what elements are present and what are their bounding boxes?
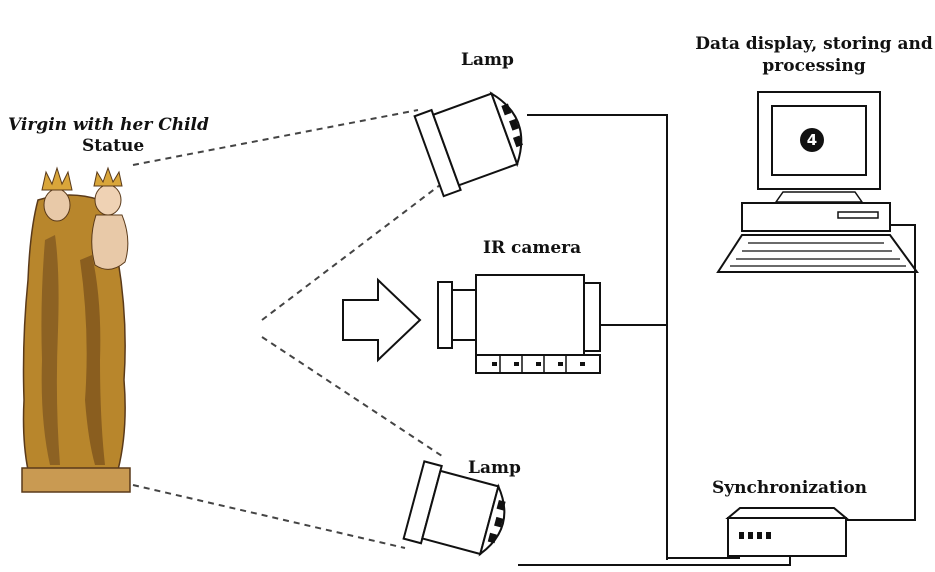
synchronization-label: Synchronization: [712, 478, 868, 498]
statue-child-face: [94, 184, 122, 216]
ir-camera-device: [437, 274, 601, 374]
statue-title-label: Virgin with her Child: [8, 115, 209, 135]
statue-child-body: [91, 214, 129, 270]
wire-computer-to-sync: [846, 224, 916, 521]
keyboard: [716, 234, 919, 273]
dashed-line-statue-to-top-lamp: [132, 109, 419, 166]
statue-child-crown: [93, 166, 123, 187]
lamp-bottom-label: Lamp: [468, 458, 521, 478]
computer-device: [716, 91, 919, 273]
statue-base: [21, 467, 131, 493]
ir-camera-label: IR camera: [483, 238, 582, 258]
statue-robe-fold: [80, 255, 105, 465]
statue-virgin-face: [43, 188, 71, 222]
wire-bottom-lamp: [518, 556, 791, 566]
wire-top-lamp: [527, 114, 668, 560]
dashed-line-upper-converge: [261, 184, 441, 321]
dashed-line-lower-converge: [261, 336, 446, 459]
lamp-top-label: Lamp: [461, 50, 514, 70]
statue-virgin-crown: [41, 166, 73, 191]
dashed-line-statue-to-bottom-lamp: [132, 484, 406, 549]
dashed-lines: [132, 109, 446, 549]
statue-word-label: Statue: [82, 136, 145, 156]
lamp-top-device: [413, 91, 523, 198]
lamp-bottom-device: [402, 460, 506, 557]
data-display-label-line2: processing: [762, 56, 866, 76]
screen-number-badge: [800, 128, 824, 152]
arrow-icon: [342, 277, 422, 363]
statue-robe-shading: [41, 235, 60, 465]
screen-number-text: 4: [806, 131, 818, 149]
connection-wires: [518, 114, 916, 566]
statue-image: [21, 166, 131, 493]
data-display-label-line1: Data display, storing and: [695, 34, 933, 54]
synchronization-device: [725, 507, 849, 557]
